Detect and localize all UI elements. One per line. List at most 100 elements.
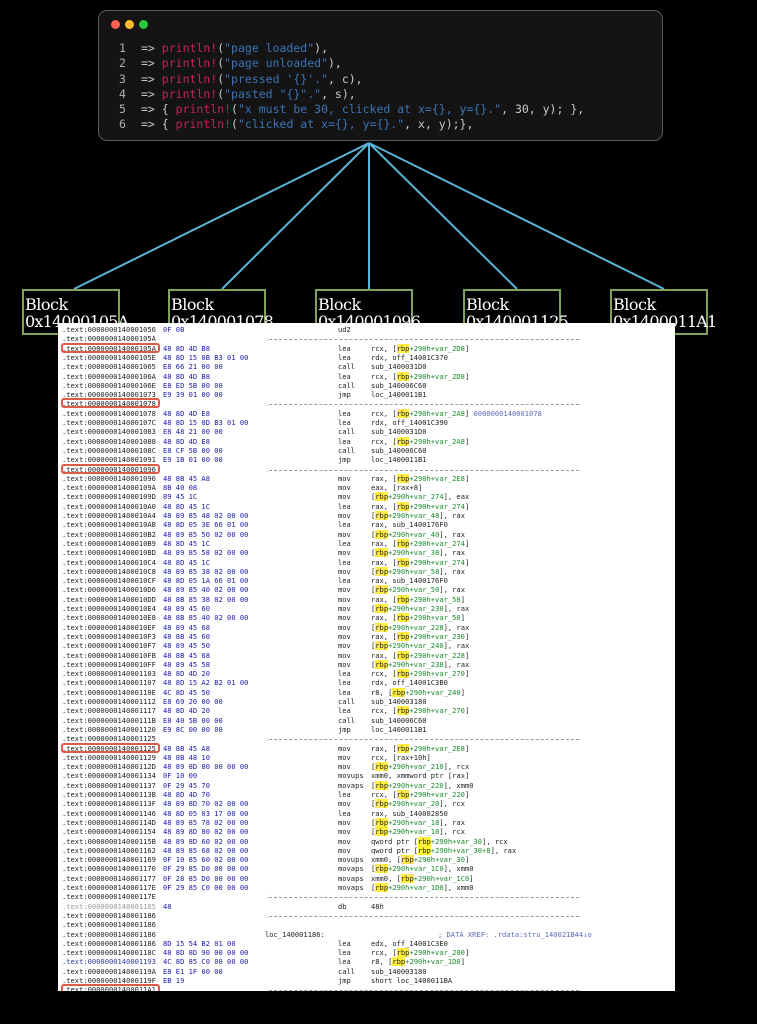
disasm-row[interactable]: .text:0000000140001186 — [58, 920, 675, 929]
macro-name: println! — [161, 41, 218, 55]
macro-name: println! — [161, 71, 218, 86]
mnemonic: mov — [338, 622, 351, 632]
mnemonic: mov — [338, 650, 351, 660]
code-window: 1=> println!("page loaded"),2=> println!… — [98, 10, 663, 141]
line-number: 5 — [119, 102, 126, 117]
block-title: Block — [171, 295, 214, 314]
maximize-dot-icon[interactable] — [139, 20, 148, 29]
code-line: 4=> println!("pasted "{}".", s), — [119, 87, 584, 102]
operands: qword ptr [rbp+290h+var_30+8], rax — [371, 845, 517, 855]
address-highlight-box — [61, 463, 160, 474]
disasm-row[interactable]: .text:00000001400011A1: — [58, 984, 675, 991]
operands: [rbp+290h+var_18], rax — [371, 817, 465, 827]
string-literal: "clicked at x={}, y={}." — [237, 117, 405, 132]
mnemonic: lea — [338, 501, 351, 511]
disasm-row[interactable]: .text:0000000140001186: — [58, 911, 675, 920]
disasm-row[interactable]: .text:0000000140001096: — [58, 463, 675, 474]
disasm-row[interactable]: .text:0000000140001125: — [58, 734, 675, 743]
mnemonic: lea — [338, 957, 351, 967]
close-dot-icon[interactable] — [111, 20, 120, 29]
block-separator — [269, 339, 579, 341]
code-line: 6=> { println!("clicked at x={}, y={}.",… — [119, 117, 584, 132]
disasm-row[interactable]: .text:000000014000105A: — [58, 334, 675, 343]
disasm-row[interactable]: .text:0000000140001078: — [58, 398, 675, 409]
macro-name: println! — [175, 102, 232, 117]
operands: rcx, [rbp+290h+var_2D8] — [371, 371, 470, 381]
address: .text:000000014000105A — [62, 343, 156, 353]
disasm-row[interactable]: .text:000000014000117E: — [58, 892, 675, 901]
line-number: 6 — [119, 117, 126, 132]
string-literal: "page unloaded" — [224, 56, 328, 71]
minimize-dot-icon[interactable] — [125, 20, 134, 29]
opcode-bytes: 48 8D 4D E8 — [163, 436, 210, 446]
block-separator — [269, 404, 579, 406]
match-arrow: => — [141, 102, 155, 117]
opcode-bytes: 48 8B 85 40 02 00 00 — [163, 613, 249, 623]
